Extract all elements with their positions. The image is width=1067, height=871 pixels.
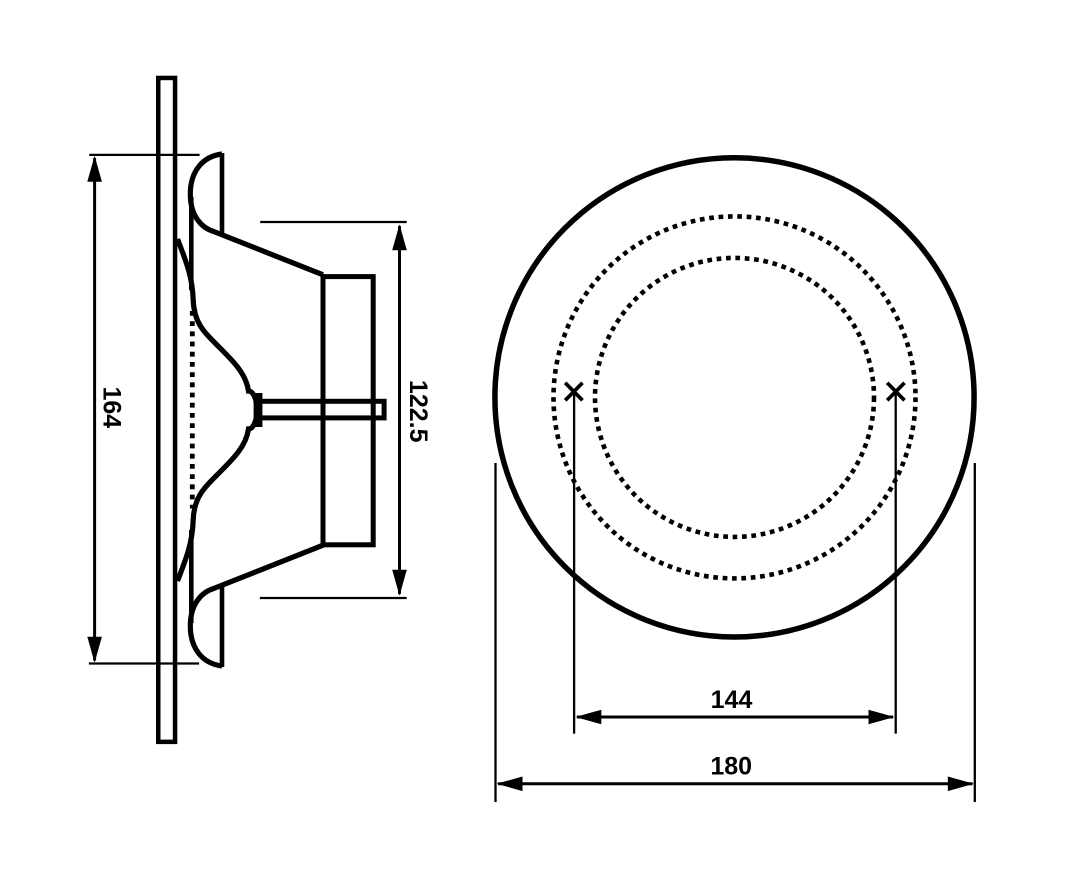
svg-text:122.5: 122.5 [404, 380, 432, 443]
svg-text:180: 180 [710, 752, 752, 780]
svg-text:164: 164 [98, 386, 126, 428]
svg-text:144: 144 [711, 686, 753, 714]
